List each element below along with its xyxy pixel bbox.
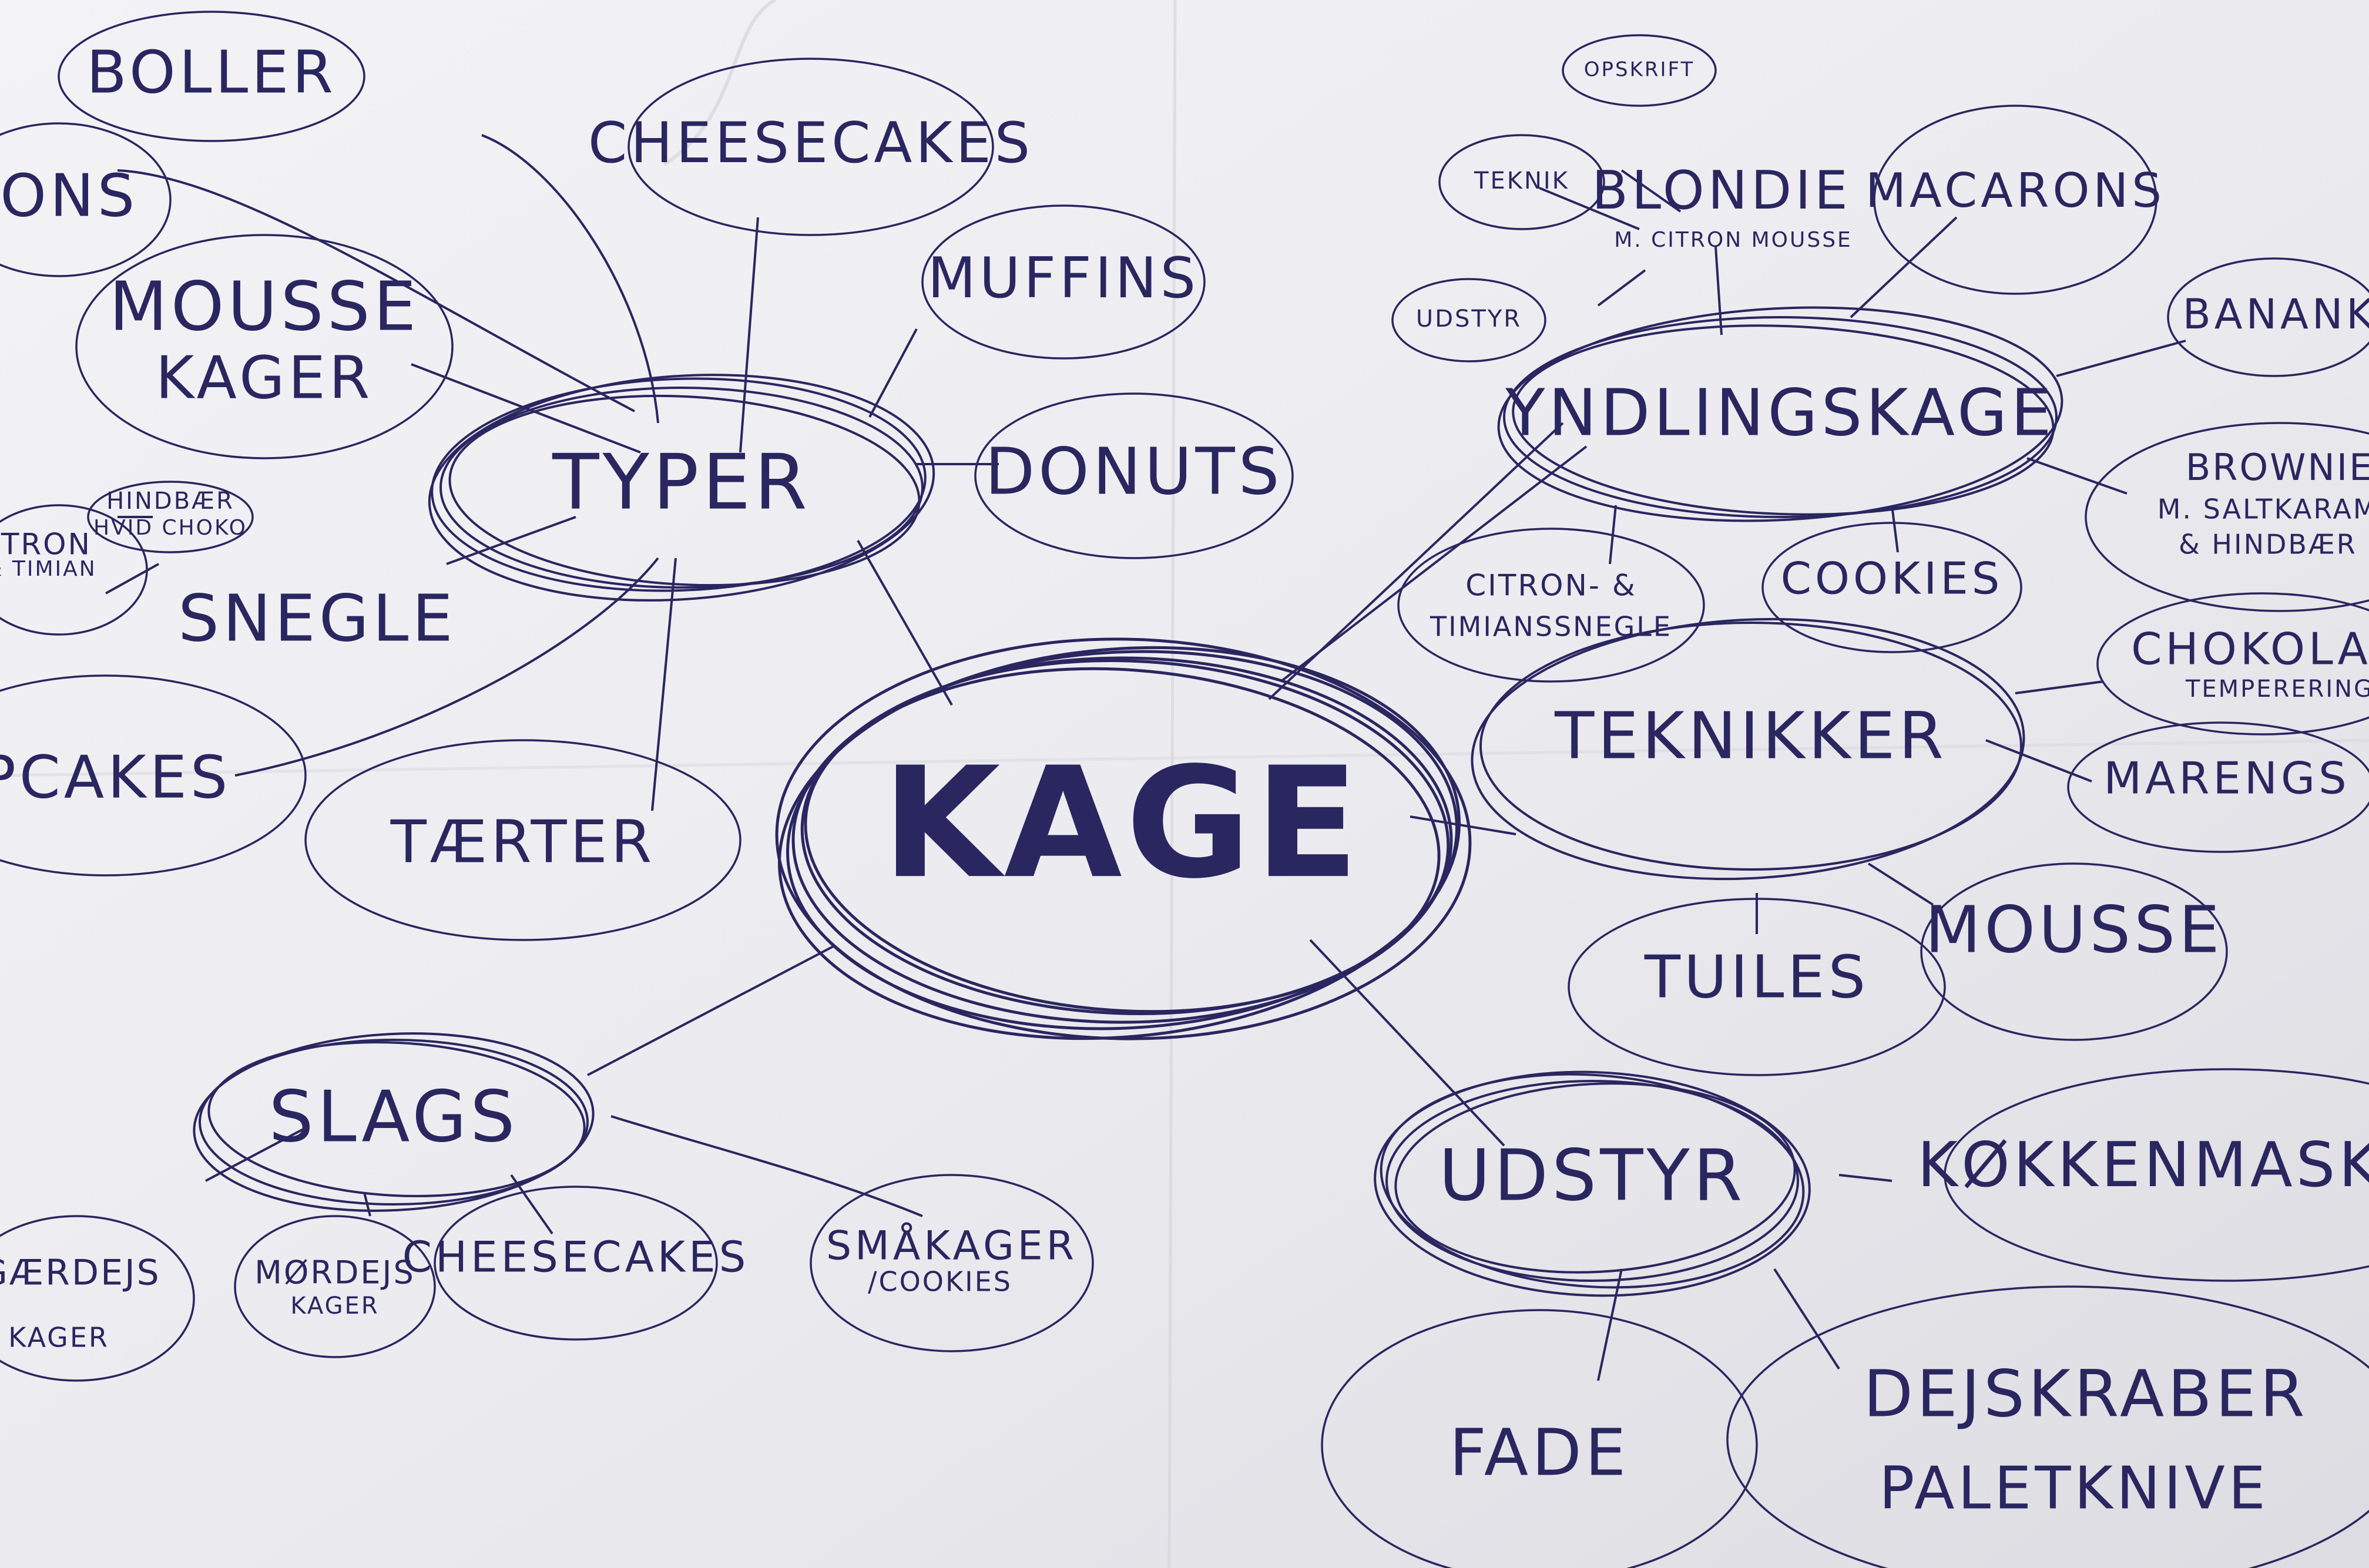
leaf-hindbaer-1: HINDBÆR <box>106 488 234 515</box>
leaf-chokolade-1: CHOKOLADE <box>2131 623 2369 675</box>
leaf-brownie-2: M. SALTKARAMEL <box>2157 493 2369 525</box>
leaf-blondie-1: BLONDIE <box>1592 160 1851 221</box>
leaf-citron-timian-1: CITRON- & <box>1465 569 1637 603</box>
leaf-cheesecakes-bottom: CHEESECAKES <box>402 1233 750 1282</box>
leaf-hindbaer-2: HVID CHOKO <box>93 516 247 540</box>
leaf-fade: FADE <box>1449 1415 1630 1490</box>
leaf-smaakager-1: SMÅKAGER <box>826 1222 1078 1270</box>
branch-ellipses <box>193 306 2063 1297</box>
leaf-teknik: TEKNIK <box>1474 167 1569 194</box>
connector-lines <box>105 134 2186 1381</box>
leaf-ellipses <box>0 11 2369 1568</box>
leaf-gaerdej-1: GÆRDEJS <box>0 1253 161 1294</box>
leaf-snegle: SNEGLE <box>178 580 457 656</box>
leaf-boller: BOLLER <box>86 38 337 106</box>
leaf-gaerdej-2: KAGER <box>8 1322 109 1354</box>
leaf-blondie-2: M. CITRON MOUSSE <box>1614 228 1853 252</box>
leaf-banan: BANANK <box>2183 290 2369 338</box>
leaf-brownie-3: & HINDBÆR M <box>2179 529 2369 560</box>
leaf-mousse-kager-2: KAGER <box>156 343 374 412</box>
leaf-cheesecakes-top: CHEESECAKES <box>588 111 1033 176</box>
leaf-koekkenmaskine: KØKKENMASKIN <box>1917 1129 2369 1201</box>
leaf-chokolade-2: TEMPERERING <box>2185 676 2369 703</box>
leaf-labels: BOLLER RONS CHEESECAKES MUFFINS MOUSSE K… <box>0 38 2369 1522</box>
leaf-cookies: COOKIES <box>1781 553 2004 605</box>
leaf-opskrift: OPSKRIFT <box>1584 58 1695 82</box>
leaf-brownie-1: BROWNIE <box>2186 446 2369 489</box>
leaf-mousse-right: MOUSSE <box>1925 892 2223 967</box>
leaf-muffins: MUFFINS <box>928 246 1199 311</box>
leaf-macarons-right: MACARONS <box>1865 163 2165 218</box>
leaf-cupcakes: PCAKES <box>0 743 231 811</box>
leaf-donuts: DONUTS <box>985 434 1283 509</box>
branch-slags: SLAGS <box>269 1077 519 1159</box>
leaf-udstyr-small: UDSTYR <box>1416 305 1522 333</box>
leaf-tuiles: TUILES <box>1644 942 1869 1011</box>
leaf-moerdej-2: KAGER <box>290 1292 379 1319</box>
branch-yndlingskage: YNDLINGSKAGE <box>1505 375 2055 450</box>
branch-typer: TYPER <box>552 438 811 527</box>
branch-teknikker: TEKNIKKER <box>1554 698 1947 773</box>
leaf-marengs: MARENGS <box>2103 753 2350 804</box>
center-label: KAGE <box>882 735 1363 912</box>
leaf-smaakager-2: /COOKIES <box>868 1266 1012 1298</box>
leaf-taerter: TÆRTER <box>390 807 655 876</box>
leaf-moerdej-1: MØRDEJS <box>254 1254 415 1291</box>
leaf-dejskraber-1: DEJSKRABER <box>1863 1356 2308 1431</box>
center-ellipse <box>775 637 1472 1040</box>
leaf-macarons-left: RONS <box>0 161 138 230</box>
branch-udstyr: UDSTYR <box>1439 1136 1746 1217</box>
leaf-dejskraber-2: PALETKNIVE <box>1879 1453 2269 1522</box>
leaf-citron-timian-2: TIMIANSSNEGLE <box>1430 611 1672 643</box>
leaf-mousse-kager-1: MOUSSE <box>109 268 420 347</box>
leaf-citron-left-2: & TIMIAN <box>0 557 97 581</box>
leaf-citron-left-1: ITRON <box>0 528 92 562</box>
